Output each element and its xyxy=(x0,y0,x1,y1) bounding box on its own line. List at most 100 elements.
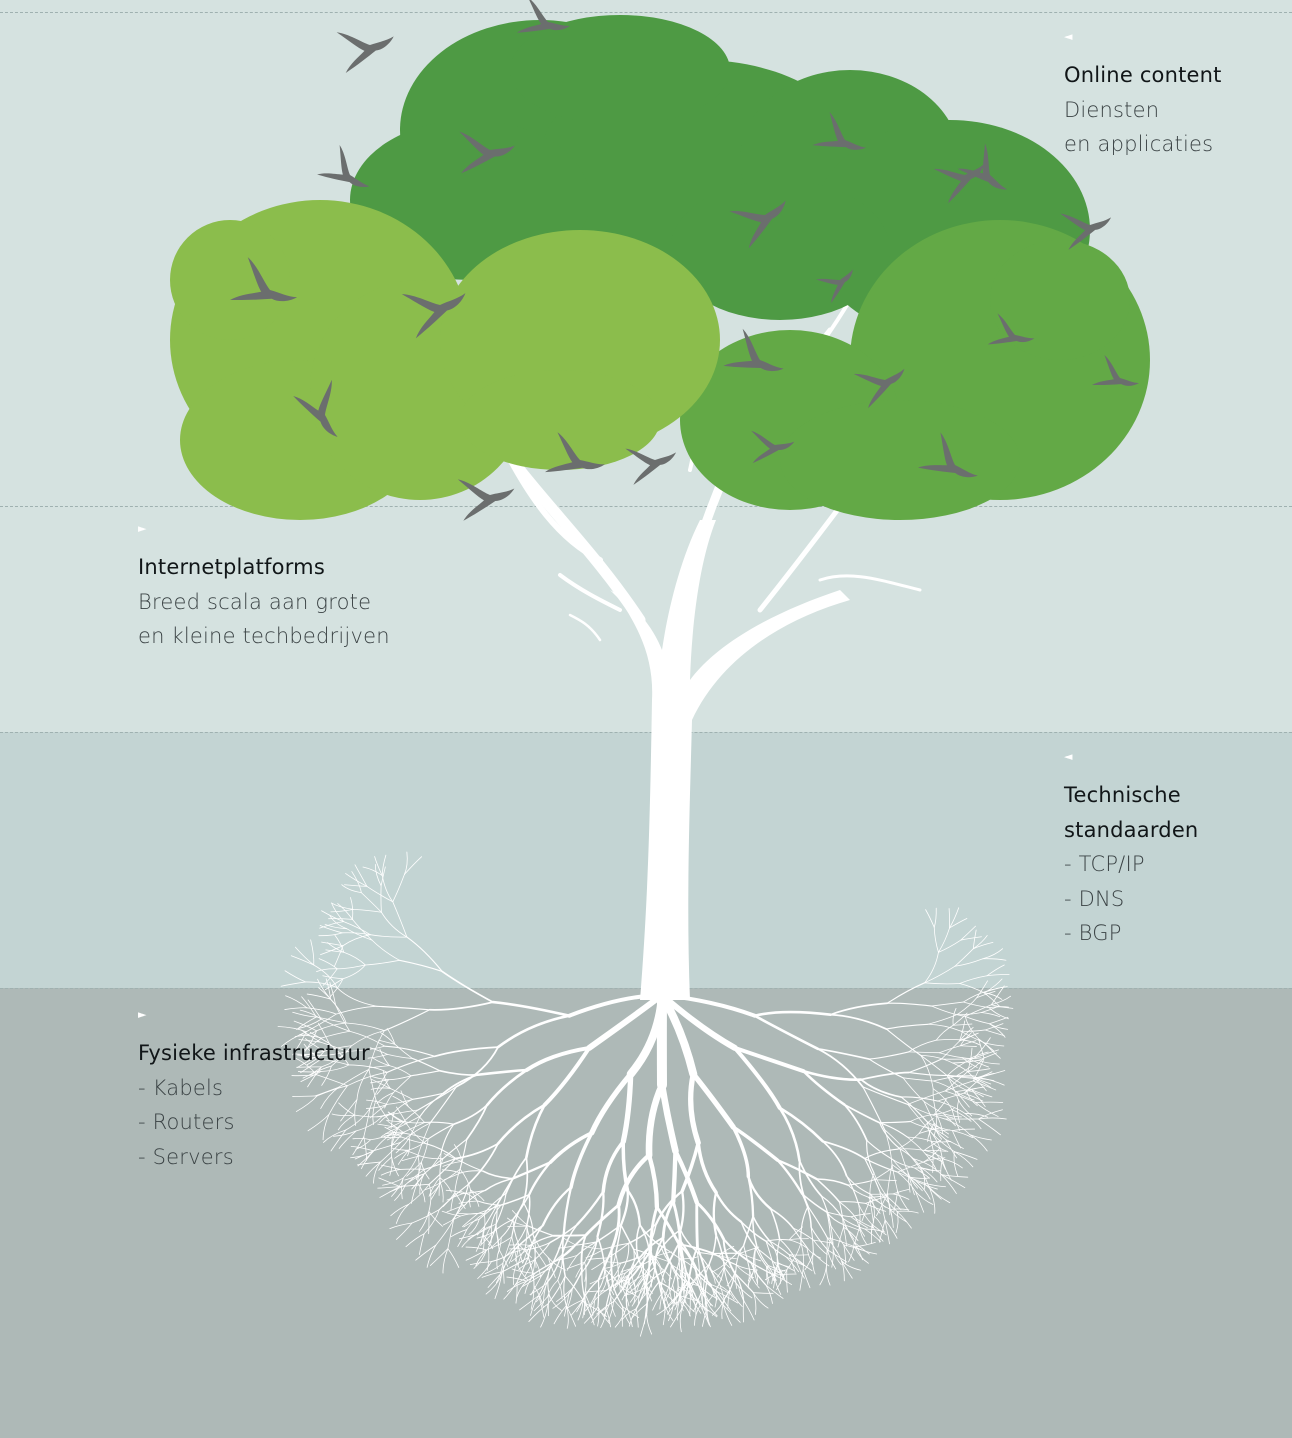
root-branch xyxy=(335,1005,378,1015)
root-branch xyxy=(524,1224,528,1250)
root-branch xyxy=(428,1001,494,1011)
root-branch xyxy=(429,1177,441,1196)
root-branch xyxy=(566,1255,578,1271)
root-branch xyxy=(954,1151,978,1160)
bird-icon xyxy=(1092,354,1139,386)
bird-icon xyxy=(987,313,1035,345)
root-branch xyxy=(928,1186,936,1214)
root-branch xyxy=(639,1312,648,1337)
root-branch xyxy=(778,1106,825,1143)
root-branch xyxy=(765,1240,787,1258)
root-branch xyxy=(318,932,343,937)
root-branch xyxy=(848,1241,855,1263)
root-branch xyxy=(897,1161,925,1173)
root-branch xyxy=(923,1149,945,1160)
root-branch xyxy=(514,1224,528,1247)
root-branch xyxy=(986,974,1010,977)
root-branch xyxy=(920,1166,926,1190)
root-branch xyxy=(530,1274,543,1296)
root-branch xyxy=(366,885,394,903)
root-branch xyxy=(638,1252,659,1267)
root-branch xyxy=(923,1149,947,1152)
root-branch xyxy=(584,1266,587,1295)
root-branch xyxy=(826,1265,831,1286)
root-branch xyxy=(820,1195,844,1220)
root-branch xyxy=(671,1148,678,1204)
layer-heading: Online content xyxy=(1064,63,1222,87)
root-branch xyxy=(918,1117,934,1134)
root-branch xyxy=(384,1045,436,1057)
root-branch xyxy=(864,1228,881,1243)
root-branch xyxy=(300,1059,321,1074)
root-branch xyxy=(989,1023,1006,1038)
root-branch xyxy=(428,1211,443,1227)
root-branch xyxy=(400,1136,427,1144)
root-branch xyxy=(826,1211,852,1218)
root-branch xyxy=(316,1074,348,1087)
root-branch xyxy=(486,1248,490,1271)
root-branch xyxy=(582,1297,586,1319)
root-branch xyxy=(317,978,331,1000)
root-branch xyxy=(323,1045,352,1052)
bird-icon xyxy=(230,257,298,302)
root-branch xyxy=(778,1106,801,1163)
root-branch xyxy=(320,1086,340,1109)
root-branch xyxy=(981,1012,1001,1018)
root-branch xyxy=(352,1136,365,1156)
root-branch xyxy=(295,1058,318,1076)
root-branch xyxy=(370,1087,391,1090)
root-branch xyxy=(940,1040,960,1060)
root-branch xyxy=(952,1012,968,1026)
root-branch xyxy=(951,1109,972,1122)
root-branch xyxy=(767,1264,777,1281)
root-branch xyxy=(390,1131,395,1158)
root-branch xyxy=(756,1244,769,1266)
root-branch xyxy=(642,1267,655,1280)
root-branch xyxy=(884,1129,913,1159)
root-branch xyxy=(679,1299,691,1317)
root-branch xyxy=(591,1257,609,1270)
root-branch xyxy=(972,929,977,950)
root-branch xyxy=(395,1204,409,1224)
root-branch xyxy=(974,1037,991,1059)
root-branch xyxy=(559,1255,578,1261)
root-branch xyxy=(695,1201,726,1241)
root-branch xyxy=(679,1256,699,1260)
root-branch xyxy=(304,1030,318,1052)
root-branch xyxy=(718,1255,731,1269)
root-branch xyxy=(429,1248,449,1266)
root-branch xyxy=(820,1195,832,1227)
root-branch xyxy=(932,1088,938,1116)
root-branch xyxy=(624,1255,645,1274)
root-branch xyxy=(322,968,338,986)
root-branch xyxy=(798,1159,823,1197)
root-branch xyxy=(935,1039,962,1041)
root-branch xyxy=(407,1173,425,1184)
root-branch xyxy=(374,856,383,877)
root-branch xyxy=(908,1071,949,1076)
root-branch xyxy=(591,1307,607,1323)
root-branch xyxy=(907,1171,919,1189)
root-branch xyxy=(406,1161,422,1177)
root-branch xyxy=(723,1266,731,1291)
root-branch xyxy=(843,1103,868,1142)
root-branch xyxy=(923,1182,942,1200)
layer-label-technische-standaarden: ◄ Technische standaarden - TCP/IP - DNS … xyxy=(1064,750,1234,951)
root-branch xyxy=(963,1092,984,1102)
root-branch xyxy=(884,1219,898,1239)
root-branch xyxy=(682,1284,696,1300)
root-branch xyxy=(331,1045,352,1067)
root-branch xyxy=(941,1158,963,1169)
root-branch xyxy=(328,1042,350,1066)
root-branch xyxy=(583,1293,586,1316)
root-branch xyxy=(511,1161,552,1180)
root-branch xyxy=(482,1213,486,1236)
root-branch xyxy=(292,1095,318,1097)
root-branch xyxy=(932,1080,957,1092)
root-branch xyxy=(516,1280,528,1298)
root-branch xyxy=(305,1013,337,1033)
root-branch xyxy=(764,1269,788,1281)
root-branch xyxy=(505,1156,528,1195)
root-branch xyxy=(891,1164,917,1182)
root-branch xyxy=(773,1273,797,1276)
